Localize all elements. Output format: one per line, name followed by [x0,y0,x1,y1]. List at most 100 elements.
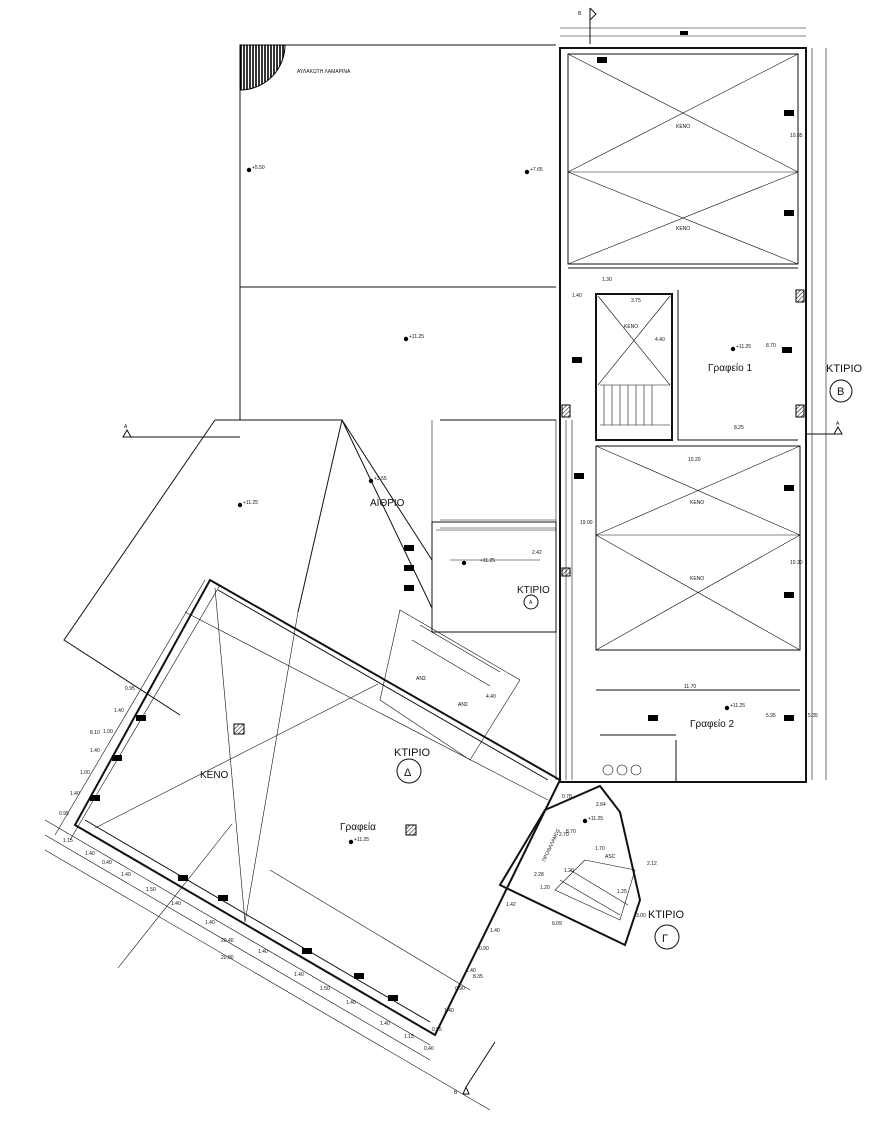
dimension: 10.30 [790,560,803,566]
dimension: 1.40 [380,1021,390,1027]
building-g-letter: Γ [662,933,668,945]
dimension: 6.09 [552,921,562,927]
dimension: 4.40 [486,694,496,700]
offices-label: Γραφεία [340,821,376,833]
building-b: ΚΕΝΟ ΚΕΝΟ ΚΕΝΟ Γραφείο 1 +11.25 ΚΕΝΟ ΚΕΝ… [532,27,863,783]
dimension: 1.40 [205,920,215,926]
dimension: 10.85 [790,133,803,139]
void-label: ΚΕΝΟ [676,226,690,232]
dimension: 1.40 [171,901,181,907]
dimension: 1.15 [404,1034,414,1040]
stair-up-label: ΑΝΣ [416,676,426,682]
annotation-tags [90,31,805,1001]
dimension: 1.40 [258,949,268,955]
section-markers: A A B B [122,7,843,1096]
building-g: ASC ΠΡΟΘΑΛΑΜΟΣ +11.25 2.84 2.70 8.70 1.7… [498,784,685,950]
dimension: 1.40 [70,791,80,797]
dimension: 11.70 [684,684,696,690]
building-a-marker [523,594,539,610]
dimension: 19.00 [580,520,593,526]
hatched-column [239,44,286,91]
dimension: 1.00 [80,770,90,776]
dimension: 2.84 [596,802,606,808]
dimension: 1.40 [572,293,582,299]
dimension: 8.70 [566,829,576,835]
dimension: 1.40 [90,748,100,754]
dimension: 4.40 [655,337,665,343]
lift-label: ASC [605,854,616,860]
dimension: 8.35 [473,974,483,980]
building-d-marker [396,758,422,784]
dimension: 1.70 [595,846,605,852]
dimension: 0.95 [125,686,135,692]
level-mark: +11.25 [736,344,751,350]
dimension: 8.25 [734,425,744,431]
dimension: 1.00 [103,729,113,735]
stair-up-label: ΑΝΣ [458,702,468,708]
dimension: 2.42 [532,550,542,556]
dimension: 1.40 [85,851,95,857]
section-b-label: B [454,1090,458,1096]
building-d-title: ΚΤΙΡΙΟ [394,747,431,759]
building-a: +11.25 ΚΤΙΡΙΟ A [431,420,573,780]
level-mark: +11.25 [409,334,424,340]
dimension: 1.40 [466,968,476,974]
dimension: 1.40 [294,972,304,978]
dimension: 5.35 [808,713,818,719]
level-mark: +11.25 [480,558,495,564]
dimension: 1.50 [320,986,330,992]
atrium: ΑΙΘΡΙΟ +3.55 +11.25 [63,419,556,716]
dimension: 1.40 [114,708,124,714]
dimension: 0.40 [102,860,112,866]
void-label: ΚΕΝΟ [200,770,229,781]
dimension: 1.42 [506,902,516,908]
building-g-marker [654,924,680,950]
building-b-letter: B [837,386,844,398]
level-mark: +5.50 [252,165,265,171]
dimension: 0.95 [59,811,69,817]
bottom-dimensions: 1.15 1.40 0.40 1.40 1.50 1.40 1.40 20.40… [63,838,434,1052]
level-mark: +11.25 [354,837,369,843]
dimension: 0.90 [479,946,489,952]
dimension: 1.40 [346,1000,356,1006]
dimension: 2.12 [647,861,657,867]
roof-area: ΑΥΛΑΚΩΤΗ ΛΑΜΑΡΙΝΑ +5.50 +7.65 +11.25 [239,44,556,420]
void-label: ΚΕΝΟ [690,576,704,582]
office-1-label: Γραφείο 1 [708,362,752,374]
dimension: 2.70 [559,832,569,838]
dimension: 1.15 [63,838,73,844]
section-a-label: A [124,424,128,430]
void-label: ΚΕΝΟ [690,500,704,506]
dimension: 1.30 [602,277,612,283]
dimension: 3.00 [636,913,646,919]
dimension: 1.20 [564,868,574,874]
void-label: ΚΕΝΟ [676,124,690,130]
atrium-label: ΑΙΘΡΙΟ [370,498,405,509]
office-2-label: Γραφείο 2 [690,718,734,730]
void-label: ΚΕΝΟ [624,324,638,330]
building-a-letter: A [529,600,533,606]
level-mark: +7.65 [530,167,543,173]
dimension: 1.20 [540,885,550,891]
level-mark: +11.25 [588,816,603,822]
dimension: 20.40 [221,938,234,944]
section-b-label: B [578,11,582,17]
dimension: 1.25 [617,889,627,895]
dimension: 10.20 [688,457,701,463]
dimension: 0.90 [455,986,465,992]
dimension: 1.50 [146,887,156,893]
dimension: 1.40 [490,928,500,934]
dimension: 1.40 [121,872,131,878]
dimension: 0.40 [424,1046,434,1052]
roof-note: ΑΥΛΑΚΩΤΗ ΛΑΜΑΡΙΝΑ [297,69,351,75]
dimension: 3.75 [631,298,641,304]
building-b-marker [829,379,853,403]
section-a-label: A [836,421,840,427]
right-dimensions: 1.40 0.90 8.35 1.40 0.90 1.40 0.95 4.40 [432,694,500,1033]
building-d-letter: Δ [404,767,412,779]
building-a-title: ΚΤΙΡΙΟ [517,585,550,596]
building-g-title: ΚΤΙΡΙΟ [648,909,685,921]
dimension: 1.40 [444,1008,454,1014]
